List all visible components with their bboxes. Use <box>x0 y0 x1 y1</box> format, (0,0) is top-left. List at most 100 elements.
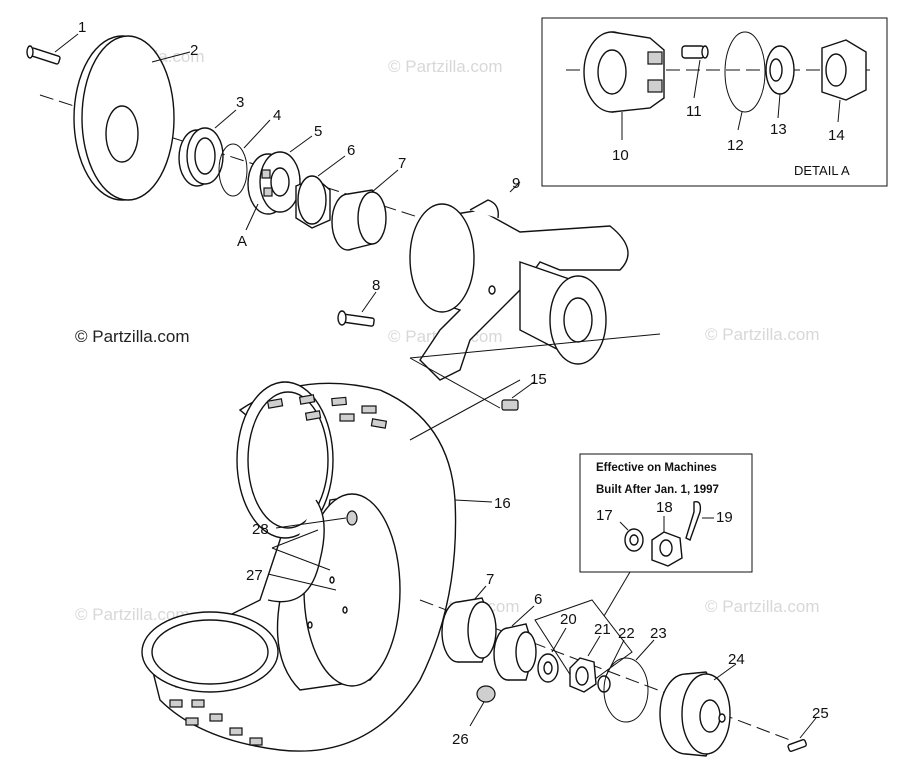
leader-21 <box>587 635 601 657</box>
note-line-2: Built After Jan. 1, 1997 <box>596 484 719 496</box>
leader-15 <box>511 381 535 399</box>
callout-17[interactable]: 17 <box>596 507 613 524</box>
note-line-1: Effective on Machines <box>596 462 717 474</box>
callout-10[interactable]: 10 <box>612 147 629 164</box>
part-1-screw <box>26 45 61 65</box>
callout-6[interactable]: 6 <box>347 142 355 159</box>
leader-23 <box>635 639 655 661</box>
leader-11 <box>693 59 701 99</box>
callout-25[interactable]: 25 <box>812 705 829 722</box>
part-2-brake-disc <box>73 35 175 201</box>
callout-24[interactable]: 24 <box>728 651 745 668</box>
part-24-hub-cap <box>659 671 731 757</box>
callout-6b[interactable]: 6 <box>534 591 542 608</box>
part-21-castle-nut <box>569 657 597 693</box>
callout-18[interactable]: 18 <box>656 499 673 516</box>
callout-27[interactable]: 27 <box>246 567 263 584</box>
knuckle-guide-line <box>409 333 661 359</box>
watermark: © Partzilla.com <box>388 57 503 76</box>
leader-1 <box>54 33 79 53</box>
note-leader <box>603 571 631 617</box>
leader-4 <box>243 119 271 149</box>
part-19-cotter-pin <box>685 501 702 541</box>
callout-2[interactable]: 2 <box>190 42 198 59</box>
leader-17 <box>619 521 629 531</box>
part-26-fitting <box>476 685 496 703</box>
detail-a-box <box>541 17 888 187</box>
callout-21[interactable]: 21 <box>594 621 611 638</box>
callout-15[interactable]: 15 <box>530 371 547 388</box>
part-10-hub-body <box>583 31 665 113</box>
callout-19[interactable]: 19 <box>716 509 733 526</box>
leader-5 <box>289 135 313 153</box>
callout-23[interactable]: 23 <box>650 625 667 642</box>
part-14-nut <box>821 39 867 101</box>
part-6-bearing <box>295 175 331 229</box>
part-9-steering-knuckle <box>409 199 629 381</box>
leader-6b <box>511 605 535 627</box>
guide-line <box>271 547 331 571</box>
part-23-o-ring <box>603 657 649 723</box>
leader-25 <box>799 717 817 739</box>
watermark: © Partzilla.com <box>705 597 820 616</box>
detail-a-title: DETAIL A <box>794 163 850 178</box>
part-7-lower-bearing-race <box>441 597 497 663</box>
leader-3 <box>214 109 237 129</box>
callout-3[interactable]: 3 <box>236 94 244 111</box>
leader-28 <box>275 517 347 529</box>
part-25-screw <box>787 738 807 752</box>
leader-12 <box>737 111 743 131</box>
effective-note-box <box>579 453 753 573</box>
part-5-one-way-clutch <box>247 151 301 215</box>
callout-28[interactable]: 28 <box>252 521 269 538</box>
part-28-valve-stem <box>346 510 358 526</box>
callout-26[interactable]: 26 <box>452 731 469 748</box>
leader-24 <box>713 663 737 681</box>
part-8-bolt <box>337 310 375 327</box>
part-15-grease-fitting <box>501 399 519 411</box>
guide-line <box>271 529 319 549</box>
callout-a[interactable]: A <box>237 233 247 250</box>
callout-7b[interactable]: 7 <box>486 571 494 588</box>
leader-a <box>245 203 259 231</box>
leader-2 <box>151 51 191 63</box>
part-12-ring <box>724 31 766 113</box>
callout-22[interactable]: 22 <box>618 625 635 642</box>
part-20-washer <box>537 653 559 683</box>
part-17-washer <box>624 528 644 552</box>
callout-8[interactable]: 8 <box>372 277 380 294</box>
callout-12[interactable]: 12 <box>727 137 744 154</box>
leader-13 <box>777 93 781 119</box>
callout-11[interactable]: 11 <box>686 103 702 120</box>
callout-5[interactable]: 5 <box>314 123 322 140</box>
guide-line <box>409 379 521 441</box>
callout-13[interactable]: 13 <box>770 121 787 138</box>
part-18-castle-nut <box>651 531 683 567</box>
leader-27 <box>267 573 337 591</box>
callout-16[interactable]: 16 <box>494 495 511 512</box>
leader-6 <box>317 155 346 177</box>
callout-20[interactable]: 20 <box>560 611 577 628</box>
leader-7b <box>473 585 487 601</box>
part-7-bearing-race <box>331 189 387 251</box>
leader-7 <box>371 169 399 193</box>
knuckle-guide-line <box>409 357 501 409</box>
callout-1[interactable]: 1 <box>78 19 86 36</box>
callout-9[interactable]: 9 <box>512 175 520 192</box>
callout-4[interactable]: 4 <box>273 107 281 124</box>
callout-7[interactable]: 7 <box>398 155 406 172</box>
callout-14[interactable]: 14 <box>828 127 845 144</box>
leader-16 <box>454 499 493 503</box>
part-6-lower-bearing <box>493 623 537 681</box>
leader-9 <box>509 181 521 193</box>
watermark: © Partzilla.com <box>75 605 190 624</box>
copyright-label: © Partzilla.com <box>75 327 190 346</box>
part-4-ring <box>218 143 248 197</box>
part-3-seal <box>178 127 224 187</box>
part-11-pin <box>681 45 709 59</box>
part-27-wheel-rim <box>141 493 401 693</box>
leader-26 <box>469 701 485 727</box>
hardware-group-outline <box>534 599 633 691</box>
leader-14 <box>837 99 841 123</box>
